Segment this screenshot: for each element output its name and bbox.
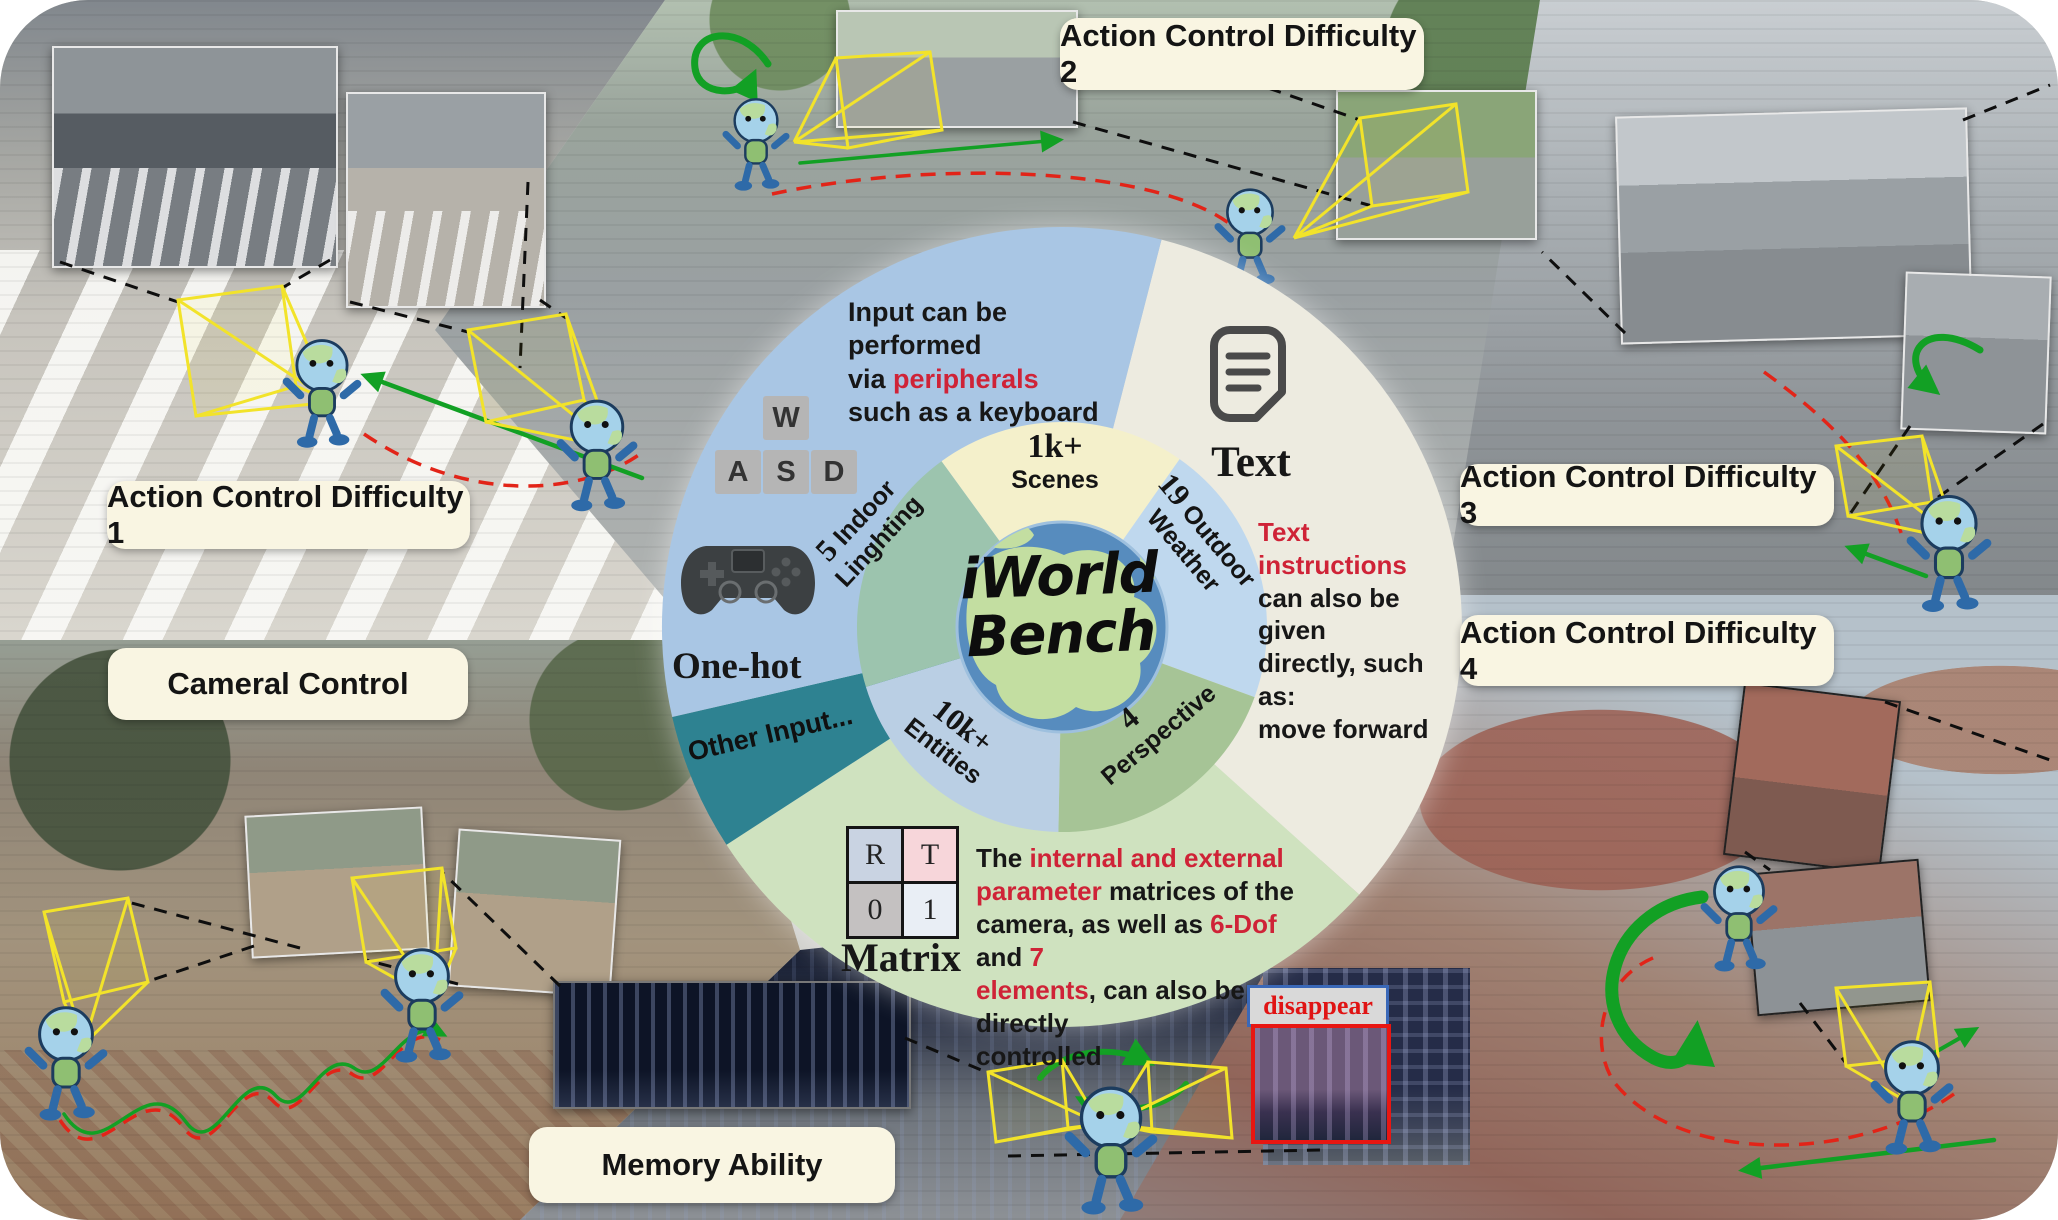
gamepad-icon (681, 546, 815, 615)
camera-control-description: The internal and external parameter matr… (976, 843, 1294, 1072)
peripheral-input-text: Input can be performed via peripherals s… (848, 297, 1099, 428)
inset-photo (346, 92, 546, 308)
inset-photo (52, 46, 338, 268)
inset-photo (553, 981, 911, 1109)
key-s: S (763, 450, 809, 494)
benchmark-title: iWorld Bench (926, 541, 1194, 671)
text-input-label: Text (1211, 439, 1291, 486)
badge-action-difficulty-2: Action Control Difficulty 2 (1060, 18, 1424, 90)
inset-photo (1336, 90, 1537, 240)
dashed-projection-lines (59, 18, 2051, 1158)
disappear-highlight-box (1251, 1024, 1391, 1144)
sector-text-input (1062, 239, 1462, 895)
ring-segment-perspective (1058, 662, 1255, 833)
benchmark-wheel (661, 227, 1462, 1027)
matrix-cell-0: 0 (846, 881, 904, 939)
ring-value: 1k+ (1027, 428, 1083, 465)
key-a: A (715, 450, 761, 494)
ring-text: Scenes (1011, 466, 1099, 495)
badge-camera-control: Cameral Control (108, 648, 468, 720)
text-instructions: Text instructions can also be given dire… (1258, 517, 1429, 744)
title-line-2: Bench (965, 598, 1157, 671)
disappear-annotation: disappear (1247, 985, 1389, 1027)
badge-action-difficulty-3: Action Control Difficulty 3 (1460, 459, 1834, 530)
ring-label-scenes: 1k+ Scenes (980, 428, 1130, 494)
matrix-cell-t: T (901, 826, 959, 884)
badge-action-difficulty-1: Action Control Difficulty 1 (107, 479, 470, 550)
key-w: W (763, 396, 809, 440)
inset-photo (836, 10, 1078, 128)
document-icon (1210, 326, 1286, 422)
key-d: D (811, 450, 857, 494)
matrix-cell-r: R (846, 826, 904, 884)
ring-segment-scenes (941, 422, 1180, 543)
camera-matrix: R T 0 1 (846, 826, 959, 939)
ring-segment-indoor (856, 461, 1001, 687)
badge-memory-ability: Memory Ability (529, 1127, 895, 1203)
ring-segment-weather (1122, 459, 1267, 698)
matrix-cell-1: 1 (901, 881, 959, 939)
matrix-label: Matrix (841, 935, 961, 980)
badge-action-difficulty-4: Action Control Difficulty 4 (1460, 615, 1834, 686)
ring-segment-entities (865, 657, 1061, 832)
one-hot-label: One-hot (672, 646, 802, 687)
